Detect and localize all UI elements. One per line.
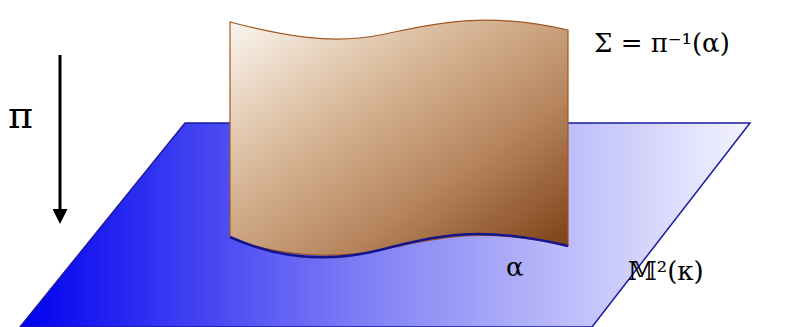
surface-sheet	[230, 20, 568, 255]
surface-label: Σ = π⁻¹(α)	[594, 30, 730, 56]
space-label: 𝕄²(κ)	[628, 258, 704, 284]
projection-arrow	[59, 55, 62, 212]
curve-label: α	[506, 254, 524, 280]
map-symbol: π	[8, 96, 33, 134]
